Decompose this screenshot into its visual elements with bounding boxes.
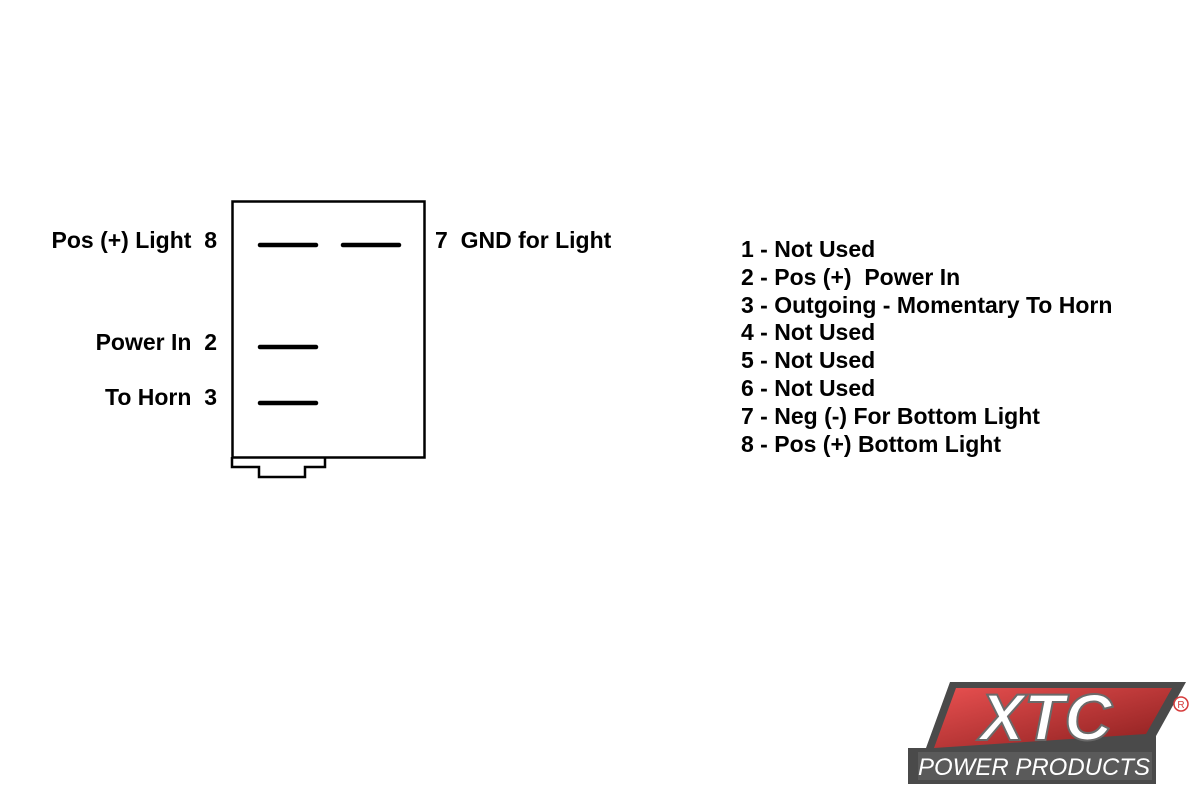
legend-item-6: 6 - Not Used	[741, 374, 876, 401]
xtc-logo: XTC POWER PRODUCTS R	[908, 679, 1189, 784]
pin2-label: Power In 2	[95, 329, 217, 355]
svg-text:R: R	[1177, 700, 1184, 711]
legend-item-8: 8 - Pos (+) Bottom Light	[741, 430, 1002, 457]
switch-tab	[230, 457, 327, 479]
legend-item-7: 7 - Neg (-) For Bottom Light	[741, 402, 1040, 429]
legend-item-5: 5 - Not Used	[741, 347, 876, 374]
logo-brand-text: XTC	[976, 680, 1113, 754]
pin3-label: To Horn 3	[104, 384, 217, 410]
switch-housing	[231, 200, 426, 459]
registered-mark-icon	[1173, 696, 1189, 712]
legend-item-4: 4 - Not Used	[741, 319, 876, 346]
pin-legend: 1 - Not Used 2 - Pos (+) Power In 3 - Ou…	[741, 236, 1112, 458]
pin8-label: Pos (+) Light 8	[51, 227, 217, 253]
logo-tagline: POWER PRODUCTS	[918, 754, 1150, 781]
pin7-label: 7 GND for Light	[435, 227, 612, 253]
legend-item-2: 2 - Pos (+) Power In	[741, 263, 961, 290]
legend-item-1: 1 - Not Used	[741, 236, 876, 262]
legend-item-3: 3 - Outgoing - Momentary To Horn	[741, 291, 1113, 318]
